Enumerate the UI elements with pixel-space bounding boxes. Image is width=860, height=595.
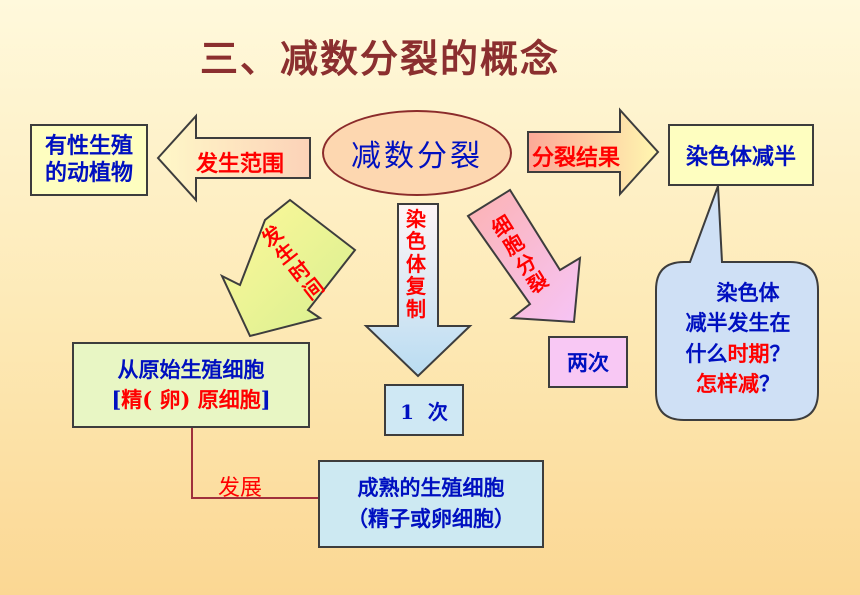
copy-char: 体 <box>406 251 426 276</box>
mature-line2: （精子或卵细胞） <box>347 507 515 531</box>
organism-box: 有性生殖 的动植物 <box>30 124 148 196</box>
question-line3: 什么时期？ <box>664 339 812 369</box>
division-count-text: 两次 <box>567 351 609 375</box>
copy-count-box: 1 次 <box>384 384 464 436</box>
stage-line2-part1: 精( 卵) <box>121 387 191 412</box>
organism-line2: 的动植物 <box>44 161 133 186</box>
division-arrow <box>466 188 582 324</box>
question-line4-part2: ？ <box>759 372 780 397</box>
stage-line2-part2: 原细胞 <box>190 387 261 412</box>
stage-bracket-close: ] <box>260 387 271 412</box>
question-line3-part2: 时期 <box>727 341 770 366</box>
center-ellipse: 减数分裂 <box>322 110 512 196</box>
stage-bracket-open: [ <box>111 387 122 412</box>
page-title: 三、减数分裂的概念 <box>200 37 561 81</box>
copy-count-text: 1 次 <box>400 399 448 424</box>
scope-label: 发生范围 <box>196 152 285 177</box>
copy-char: 复 <box>406 274 426 299</box>
copy-char: 制 <box>406 296 426 321</box>
question-line4: 怎样减？ <box>664 369 812 399</box>
time-arrow <box>219 198 357 338</box>
copy-arrow <box>363 203 473 378</box>
question-bubble <box>655 185 819 421</box>
mature-box: 成熟的生殖细胞 （精子或卵细胞） <box>318 460 544 548</box>
question-line2: 减半发生在 <box>685 311 791 336</box>
result-arrow <box>527 107 660 197</box>
develop-connector <box>191 428 318 499</box>
question-line4-part1: 怎样减 <box>696 372 759 397</box>
division-count-box: 两次 <box>548 336 628 388</box>
stage-line2: [精( 卵) 原细胞] <box>111 385 270 415</box>
scope-arrow <box>156 113 311 203</box>
question-text: 染色体 减半发生在 什么时期？ 怎样减？ <box>664 278 812 400</box>
question-line3-part3: ？ <box>769 341 791 366</box>
organism-line1: 有性生殖 <box>44 133 133 159</box>
mature-line1: 成熟的生殖细胞 <box>357 475 505 500</box>
question-line1: 染色体 <box>716 281 780 305</box>
halved-box: 染色体减半 <box>668 124 814 186</box>
stage-box: 从原始生殖细胞 [精( 卵) 原细胞] <box>72 342 310 428</box>
halved-text: 染色体减半 <box>685 145 796 170</box>
copy-label: 染 色 体 复 制 <box>406 208 426 320</box>
question-line3-part1: 什么 <box>685 341 728 366</box>
copy-char: 染 <box>406 207 426 231</box>
develop-label: 发展 <box>218 476 263 501</box>
result-label: 分裂结果 <box>532 146 621 171</box>
stage-line1: 从原始生殖细胞 <box>117 357 265 382</box>
copy-char: 色 <box>406 229 426 254</box>
